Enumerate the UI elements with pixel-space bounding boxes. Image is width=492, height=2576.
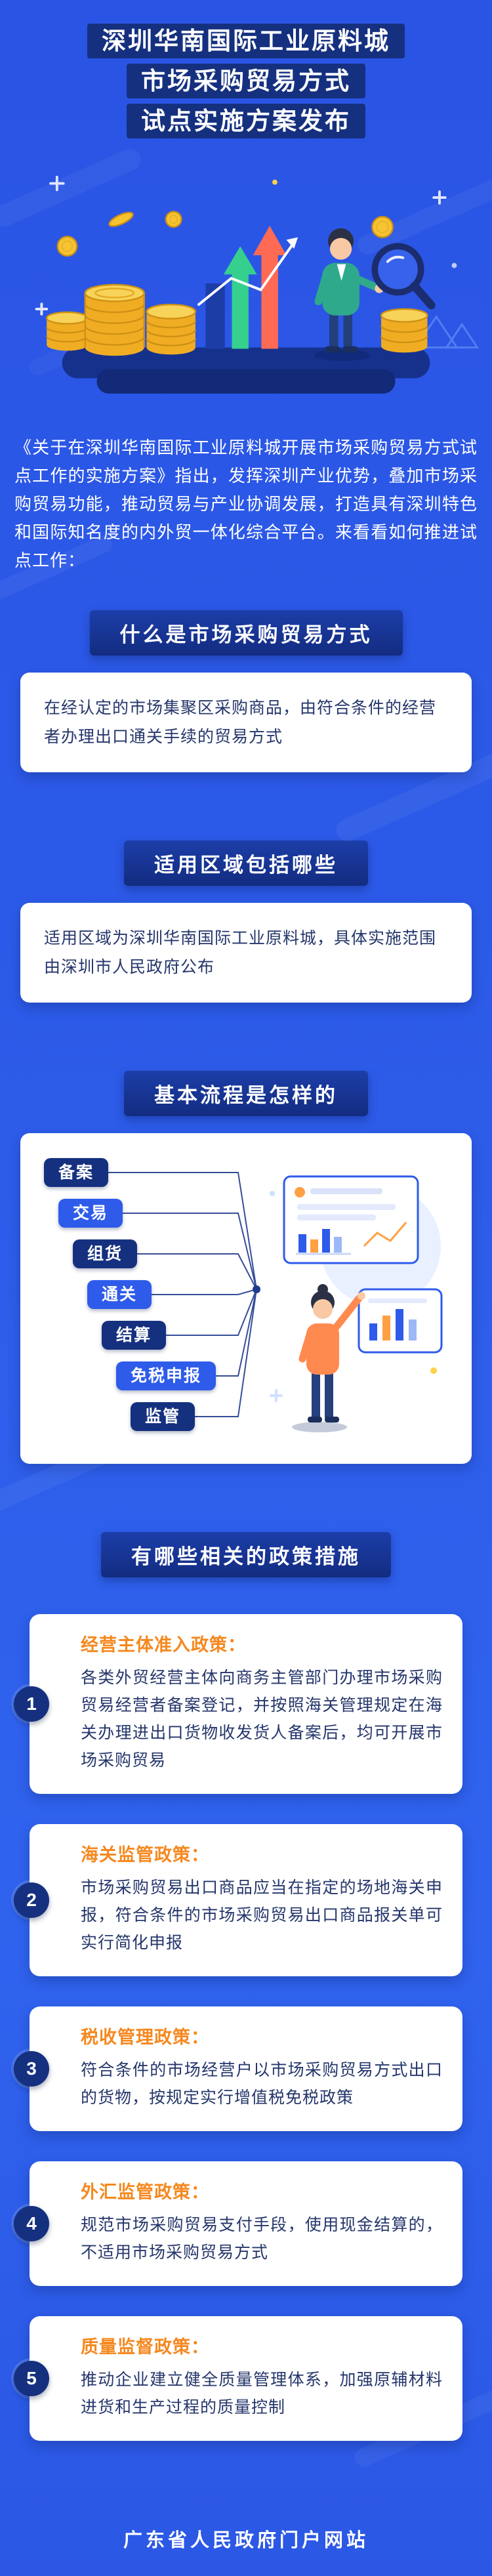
footer-site-name: 广东省人民政府门户网站 [123,2530,369,2551]
policy-body: 推动企业建立健全质量管理体系，加强原辅材料进货和生产过程的质量控制 [81,2371,443,2417]
region-card-body: 适用区域为深圳华南国际工业原料城，具体实施范围由深圳市人民政府公布 [44,929,437,976]
policy-card: 1 经营主体准入政策： 各类外贸经营主体向商务主管部门办理市场采购贸易经营者备案… [14,1614,462,1794]
section-banner-policy: 有哪些相关的政策措施 [101,1532,391,1577]
coin-stack-icon [46,283,428,356]
magnifier-lens [371,243,424,296]
flow-step-trading: 交易 [58,1199,123,1228]
footer: 广东省人民政府门户网站 [0,2525,492,2552]
policy-list: 1 经营主体准入政策： 各类外贸经营主体向商务主管部门办理市场采购贸易经营者备案… [0,1614,492,2441]
policy-body: 符合条件的市场经营户以市场采购贸易方式出口的货物，按规定实行增值税免税政策 [81,2061,443,2107]
flow-step-tax-free: 免税申报 [116,1361,216,1390]
flow-step-filing: 备案 [44,1158,109,1187]
title-line-1: 深圳华南国际工业原料城 [87,24,405,58]
flow-step-grouping: 组货 [73,1239,138,1268]
policy-card: 5 质量监督政策： 推动企业建立健全质量管理体系，加强原辅材料进货和生产过程的质… [14,2316,462,2441]
policy-number-badge: 5 [14,2361,49,2396]
policy-card: 2 海关监管政策： 市场采购贸易出口商品应当在指定的场地海关申报，符合条件的市场… [14,1824,462,1976]
dashboard-illustration [270,1175,443,1432]
section-banner-process: 基本流程是怎样的 [124,1071,368,1116]
dot-decor [451,262,457,268]
policy-title: 外汇监管政策： [81,2182,209,2202]
section-banner-what: 什么是市场采购贸易方式 [89,610,403,655]
hero-illustration [0,148,492,394]
bar-panel-icon [358,1288,443,1354]
process-flowchart: 备案 交易 组货 通关 结算 免税申报 监管 [40,1153,452,1444]
policy-number-badge: 1 [14,1686,49,1722]
policy-title: 经营主体准入政策： [81,1635,246,1655]
intro-paragraph: 《关于在深圳华南国际工业原料城开展市场采购贸易方式试点工作的实施方案》指出，发挥… [14,438,478,570]
platform-shape [62,347,430,394]
person-magnifier-icon [314,228,436,362]
flow-step-settlement: 结算 [102,1321,167,1350]
policy-card: 3 税收管理政策： 符合条件的市场经营户以市场采购贸易方式出口的货物，按规定实行… [14,2006,462,2131]
presenter-person-icon [292,1284,365,1432]
growth-arrow-icon [197,226,298,349]
policy-body: 市场采购贸易出口商品应当在指定的场地海关申报，符合条件的市场采购贸易出口商品报关… [81,1879,443,1952]
policy-title: 税收管理政策： [81,2027,209,2047]
chart-panel-icon [283,1175,419,1264]
what-card-body: 在经认定的市场集聚区采购商品，由符合条件的经营者办理出口通关手续的贸易方式 [44,699,437,746]
title-line-2: 市场采购贸易方式 [127,64,365,98]
section-banner-region: 适用区域包括哪些 [124,841,368,886]
sparkle-icons [35,175,447,316]
policy-title: 海关监管政策： [81,1845,209,1865]
magnifier-handle [410,281,436,310]
dot-decor [272,179,277,185]
policy-body: 各类外贸经营主体向商务主管部门办理市场采购贸易经营者备案登记，并按照海关管理规定… [81,1669,443,1770]
page-title: 深圳华南国际工业原料城 市场采购贸易方式 试点实施方案发布 [0,0,492,138]
policy-card: 4 外汇监管政策： 规范市场采购贸易支付手段，使用现金结算的，不适用市场采购贸易… [14,2161,462,2286]
page-header: 深圳华南国际工业原料城 市场采购贸易方式 试点实施方案发布 [0,0,492,419]
policy-body: 规范市场采购贸易支付手段，使用现金结算的，不适用市场采购贸易方式 [81,2216,443,2262]
policy-number-badge: 4 [14,2206,49,2241]
policy-number-badge: 2 [14,1882,49,1918]
policy-number-badge: 3 [14,2051,49,2087]
what-card: 在经认定的市场集聚区采购商品，由符合条件的经营者办理出口通关手续的贸易方式 [20,673,472,772]
process-card: 备案 交易 组货 通关 结算 免税申报 监管 [20,1133,472,1464]
floating-coin-icon [56,211,394,257]
flow-step-customs: 通关 [87,1280,152,1309]
flow-step-supervision: 监管 [131,1402,195,1431]
flow-connector-lines [106,1172,260,1417]
policy-title: 质量监督政策： [81,2337,209,2357]
region-card: 适用区域为深圳华南国际工业原料城，具体实施范围由深圳市人民政府公布 [20,903,472,1003]
title-line-3: 试点实施方案发布 [127,104,365,138]
sparkle-icons [270,1389,283,1402]
